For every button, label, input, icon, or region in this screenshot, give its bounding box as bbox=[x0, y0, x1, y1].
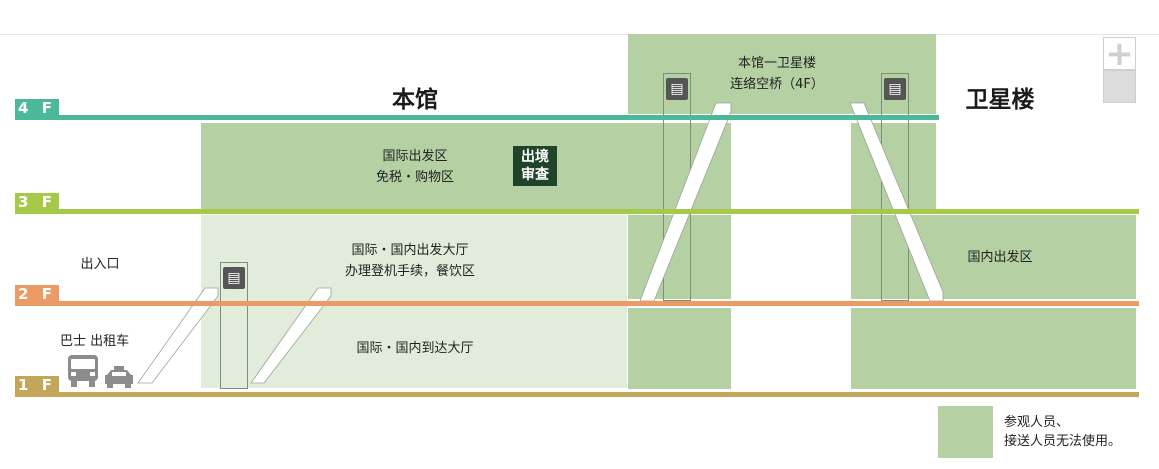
departure-hall-label: 国际・国内出发大厅 办理登机手续，餐饮区 bbox=[344, 243, 475, 279]
escalator-2f-4f-left bbox=[639, 102, 732, 302]
bus-icon bbox=[68, 355, 98, 387]
elevator-icon[interactable]: ▤ bbox=[223, 267, 245, 289]
elevator-shaft-bridge-right bbox=[881, 73, 909, 301]
bridge-label: 本馆一卫星楼 连络空桥（4F） bbox=[730, 56, 824, 92]
right-zone-1f bbox=[851, 308, 1136, 389]
zoom-in-icon[interactable]: + bbox=[1103, 37, 1136, 71]
floor-line-4f bbox=[15, 115, 939, 120]
floor-badge-2f: 2 F bbox=[15, 285, 59, 304]
taxi-icon bbox=[105, 366, 133, 388]
domestic-departure-label: 国内出发区 bbox=[967, 250, 1033, 265]
elevator-icon[interactable]: ▤ bbox=[884, 78, 906, 100]
floor-line-3f bbox=[15, 209, 1139, 214]
left-column-1f bbox=[628, 308, 731, 389]
main-building-title: 本馆 bbox=[392, 87, 438, 113]
intl-departure-label: 国际出发区 免税・购物区 bbox=[375, 149, 454, 185]
transport-label: 巴士 出租车 bbox=[60, 334, 130, 349]
elevator-shaft-main bbox=[220, 262, 248, 389]
domestic-departure-zone bbox=[851, 215, 1136, 299]
elevator-icon[interactable]: ▤ bbox=[666, 78, 688, 100]
satellite-building-title: 卫星楼 bbox=[965, 87, 1035, 113]
legend-swatch bbox=[938, 406, 993, 458]
floor-badge-3f: 3 F bbox=[15, 193, 59, 212]
floor-line-2f bbox=[15, 301, 1139, 306]
floor-badge-4f: 4 F bbox=[15, 99, 59, 118]
arrival-hall-label: 国际・国内到达大厅 bbox=[356, 341, 474, 356]
entrance-label: 出入口 bbox=[80, 257, 120, 272]
escalator-2f-4f-right bbox=[849, 102, 944, 302]
bridge-zone bbox=[628, 34, 936, 114]
floor-badge-1f: 1 F bbox=[15, 376, 59, 395]
immigration-badge: 出境审查 bbox=[513, 146, 557, 186]
legend-text: 参观人员、 接送人员无法使用。 bbox=[1004, 415, 1122, 449]
zoom-out-icon[interactable] bbox=[1103, 70, 1136, 103]
floor-line-1f bbox=[15, 392, 1139, 397]
top-divider bbox=[0, 34, 1159, 35]
